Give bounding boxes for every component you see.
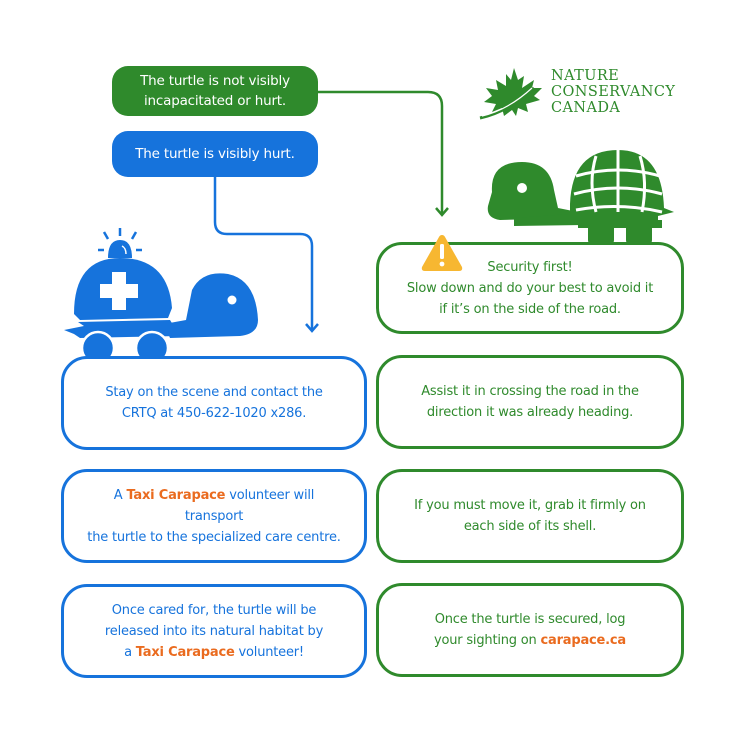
hurt-step-2-prefix: A (113, 487, 127, 503)
ambulance-turtle-icon (64, 228, 258, 366)
carapace-link[interactable]: carapace.ca (540, 633, 627, 648)
hurt-step-2-line-1-rest: volunteer will transport (184, 487, 315, 524)
maple-leaf-logo-icon (479, 68, 542, 120)
nature-conservancy-canada-logo-text: NATURE CONSERVANCY CANADA (551, 68, 675, 116)
warning-icon (421, 235, 463, 271)
not-hurt-step-1-line-1: Slow down and do your best to avoid it (406, 280, 654, 296)
hurt-step-3-release: Once cared for, the turtle will be relea… (61, 584, 367, 678)
not-hurt-step-2-line-1: Assist it in crossing the road in the (421, 384, 639, 399)
blue-arrow-head (305, 323, 319, 333)
taxi-carapace-highlight: Taxi Carapace (135, 644, 235, 660)
hurt-step-1-line-2: CRTQ at 450-622-1020 x286. (121, 406, 307, 421)
hurt-step-3-line-3: a Taxi Carapace volunteer! (105, 642, 323, 663)
not-hurt-step-1-security-first: Security first! Slow down and do your be… (376, 242, 684, 334)
decision-not-hurt: The turtle is not visibly incapacitated … (112, 66, 318, 116)
not-hurt-step-1-title: Security first! (487, 259, 573, 275)
hurt-step-1-line-1: Stay on the scene and contact the (105, 385, 323, 400)
blue-connector (213, 176, 314, 330)
not-hurt-step-4-log-sighting: Once the turtle is secured, log your sig… (376, 583, 684, 677)
hurt-step-3-prefix: a (124, 644, 136, 660)
logo-line-2: CONSERVANCY (551, 84, 676, 100)
not-hurt-step-3-grab-shell: If you must move it, grab it firmly on e… (376, 469, 684, 563)
not-hurt-step-4-line-2: your sighting on carapace.ca (434, 630, 626, 651)
logo-line-3: CANADA (551, 100, 621, 116)
hurt-step-3-line-1: Once cared for, the turtle will be (111, 602, 317, 618)
not-hurt-step-2-assist-crossing: Assist it in crossing the road in the di… (376, 355, 684, 449)
not-hurt-step-3-line-1: If you must move it, grab it firmly on (414, 498, 646, 513)
green-turtle-icon (487, 150, 674, 246)
hurt-step-2-line-1: A Taxi Carapace volunteer will transport (84, 485, 344, 527)
hurt-step-2-line-2: the turtle to the specialized care centr… (87, 529, 341, 545)
taxi-carapace-highlight: Taxi Carapace (126, 487, 226, 503)
hurt-step-1-contact-crtq: Stay on the scene and contact the CRTQ a… (61, 356, 367, 450)
not-hurt-step-4-prefix: your sighting on (434, 633, 541, 648)
medical-cross-icon (100, 272, 138, 310)
decision-not-hurt-line-2: incapacitated or hurt. (144, 93, 286, 109)
not-hurt-step-1-line-2: if it’s on the side of the road. (439, 301, 621, 317)
not-hurt-step-4-line-1: Once the turtle is secured, log (434, 612, 626, 627)
decision-hurt-label: The turtle is visibly hurt. (135, 146, 295, 162)
green-arrow-head (435, 207, 449, 217)
green-connector (318, 90, 444, 214)
siren-icon (108, 240, 132, 258)
not-hurt-step-2-line-2: direction it was already heading. (426, 405, 634, 420)
decision-not-hurt-line-1: The turtle is not visibly (140, 73, 290, 89)
hurt-step-3-line-2: released into its natural habitat by (104, 623, 324, 639)
decision-hurt: The turtle is visibly hurt. (112, 131, 318, 177)
hurt-step-3-suffix: volunteer! (234, 644, 305, 660)
hurt-step-2-taxi-carapace-transport: A Taxi Carapace volunteer will transport… (61, 469, 367, 563)
logo-line-1: NATURE (551, 68, 620, 84)
not-hurt-step-3-line-2: each side of its shell. (463, 519, 597, 534)
